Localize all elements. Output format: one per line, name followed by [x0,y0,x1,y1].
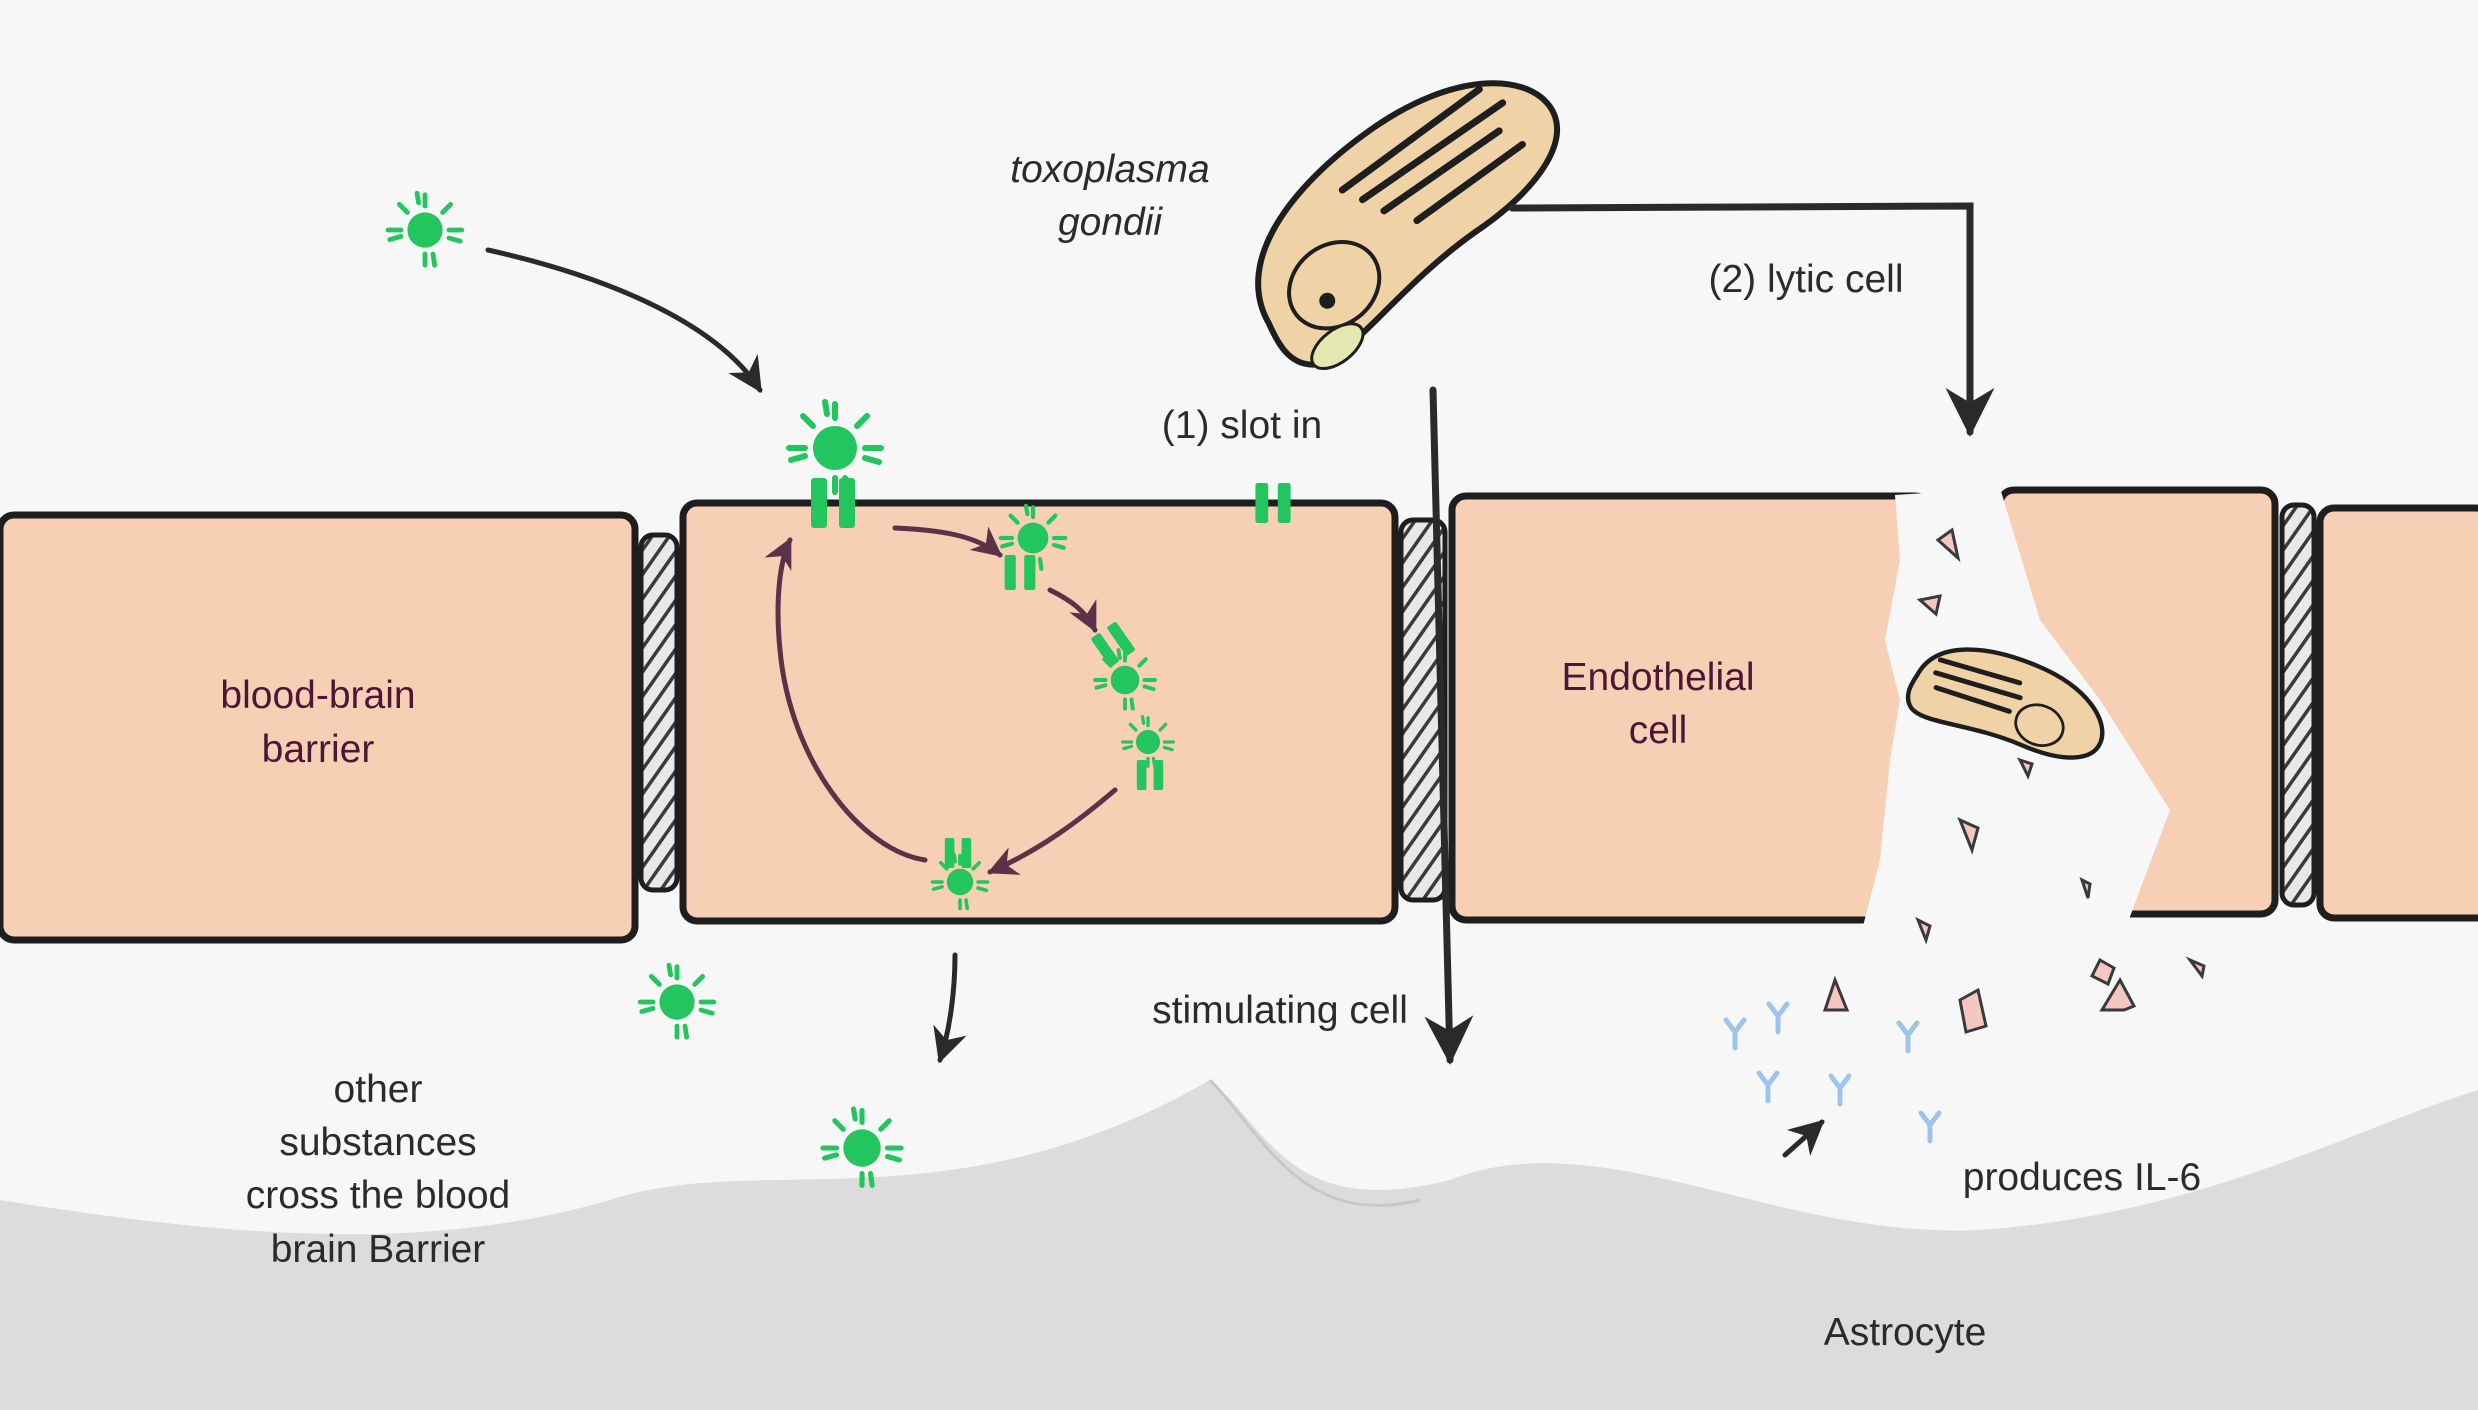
il6-cytokines [1726,975,1939,1141]
cell-debris [1915,527,2206,1034]
endothelial-cell-2 [679,499,1399,925]
other-substances-label: brain Barrier [271,1228,486,1271]
organism-label: toxoplasma [1010,148,1209,191]
to-astrocyte-arrow [1782,1119,1825,1158]
il6-cytokine-icon [1921,1113,1939,1141]
other-substances-label: substances [279,1121,476,1164]
il6-cytokine-icon [1822,975,1850,1012]
lytic-arrow [1508,202,1995,437]
bbb-label: barrier [262,728,375,771]
flow-arrows [485,202,1995,1158]
organism-label: gondii [1058,201,1163,244]
slot-in-label: (1) slot in [1162,404,1322,447]
green-virus-particle-icon [640,965,714,1037]
toxoplasma-parasite-icon [1255,80,1561,371]
tight-junction [638,532,680,893]
virus-entry-arrow [485,247,763,393]
il6-cytokine-icon [1831,1076,1849,1104]
stimulating-arrow [1424,386,1474,1065]
il6-cytokine-icon [1759,1073,1777,1101]
astrocyte-label: Astrocyte [1824,1311,1987,1354]
green-virus-particle-icon [388,193,462,265]
il6-cytokine-icon [1769,1004,1787,1032]
il6-cytokine-icon [1726,1020,1744,1048]
toxoplasma-parasite-icon [1905,647,2105,760]
other-substances-label: other [334,1068,423,1111]
stimulating-label: stimulating cell [1152,989,1408,1032]
green-virus-particle-icon [789,402,881,492]
il6-cytokine-icon [1899,1023,1917,1051]
lytic-label: (2) lytic cell [1708,258,1903,301]
endothelial-cell-5 [2316,504,2478,922]
produces-label: produces IL-6 [1963,1156,2201,1199]
endothelial-label: Endothelial [1562,656,1755,699]
tight-junction [2279,502,2317,908]
tight-junction [1398,517,1448,903]
endothelial-label: cell [1629,709,1688,752]
astrocyte [0,1078,2478,1410]
endothelial-cell-1 [0,511,639,944]
other-substances-label: cross the blood [246,1174,511,1217]
transcytosis-cycle [764,525,1118,875]
exit-arrow [933,952,967,1064]
labels: toxoplasma gondii (2) lytic cell (1) slo… [220,148,2201,1354]
green-virus-particle-icon [823,1109,901,1186]
bbb-label: blood-brain [220,674,415,717]
endothelial-cell-3 [1448,492,1934,924]
